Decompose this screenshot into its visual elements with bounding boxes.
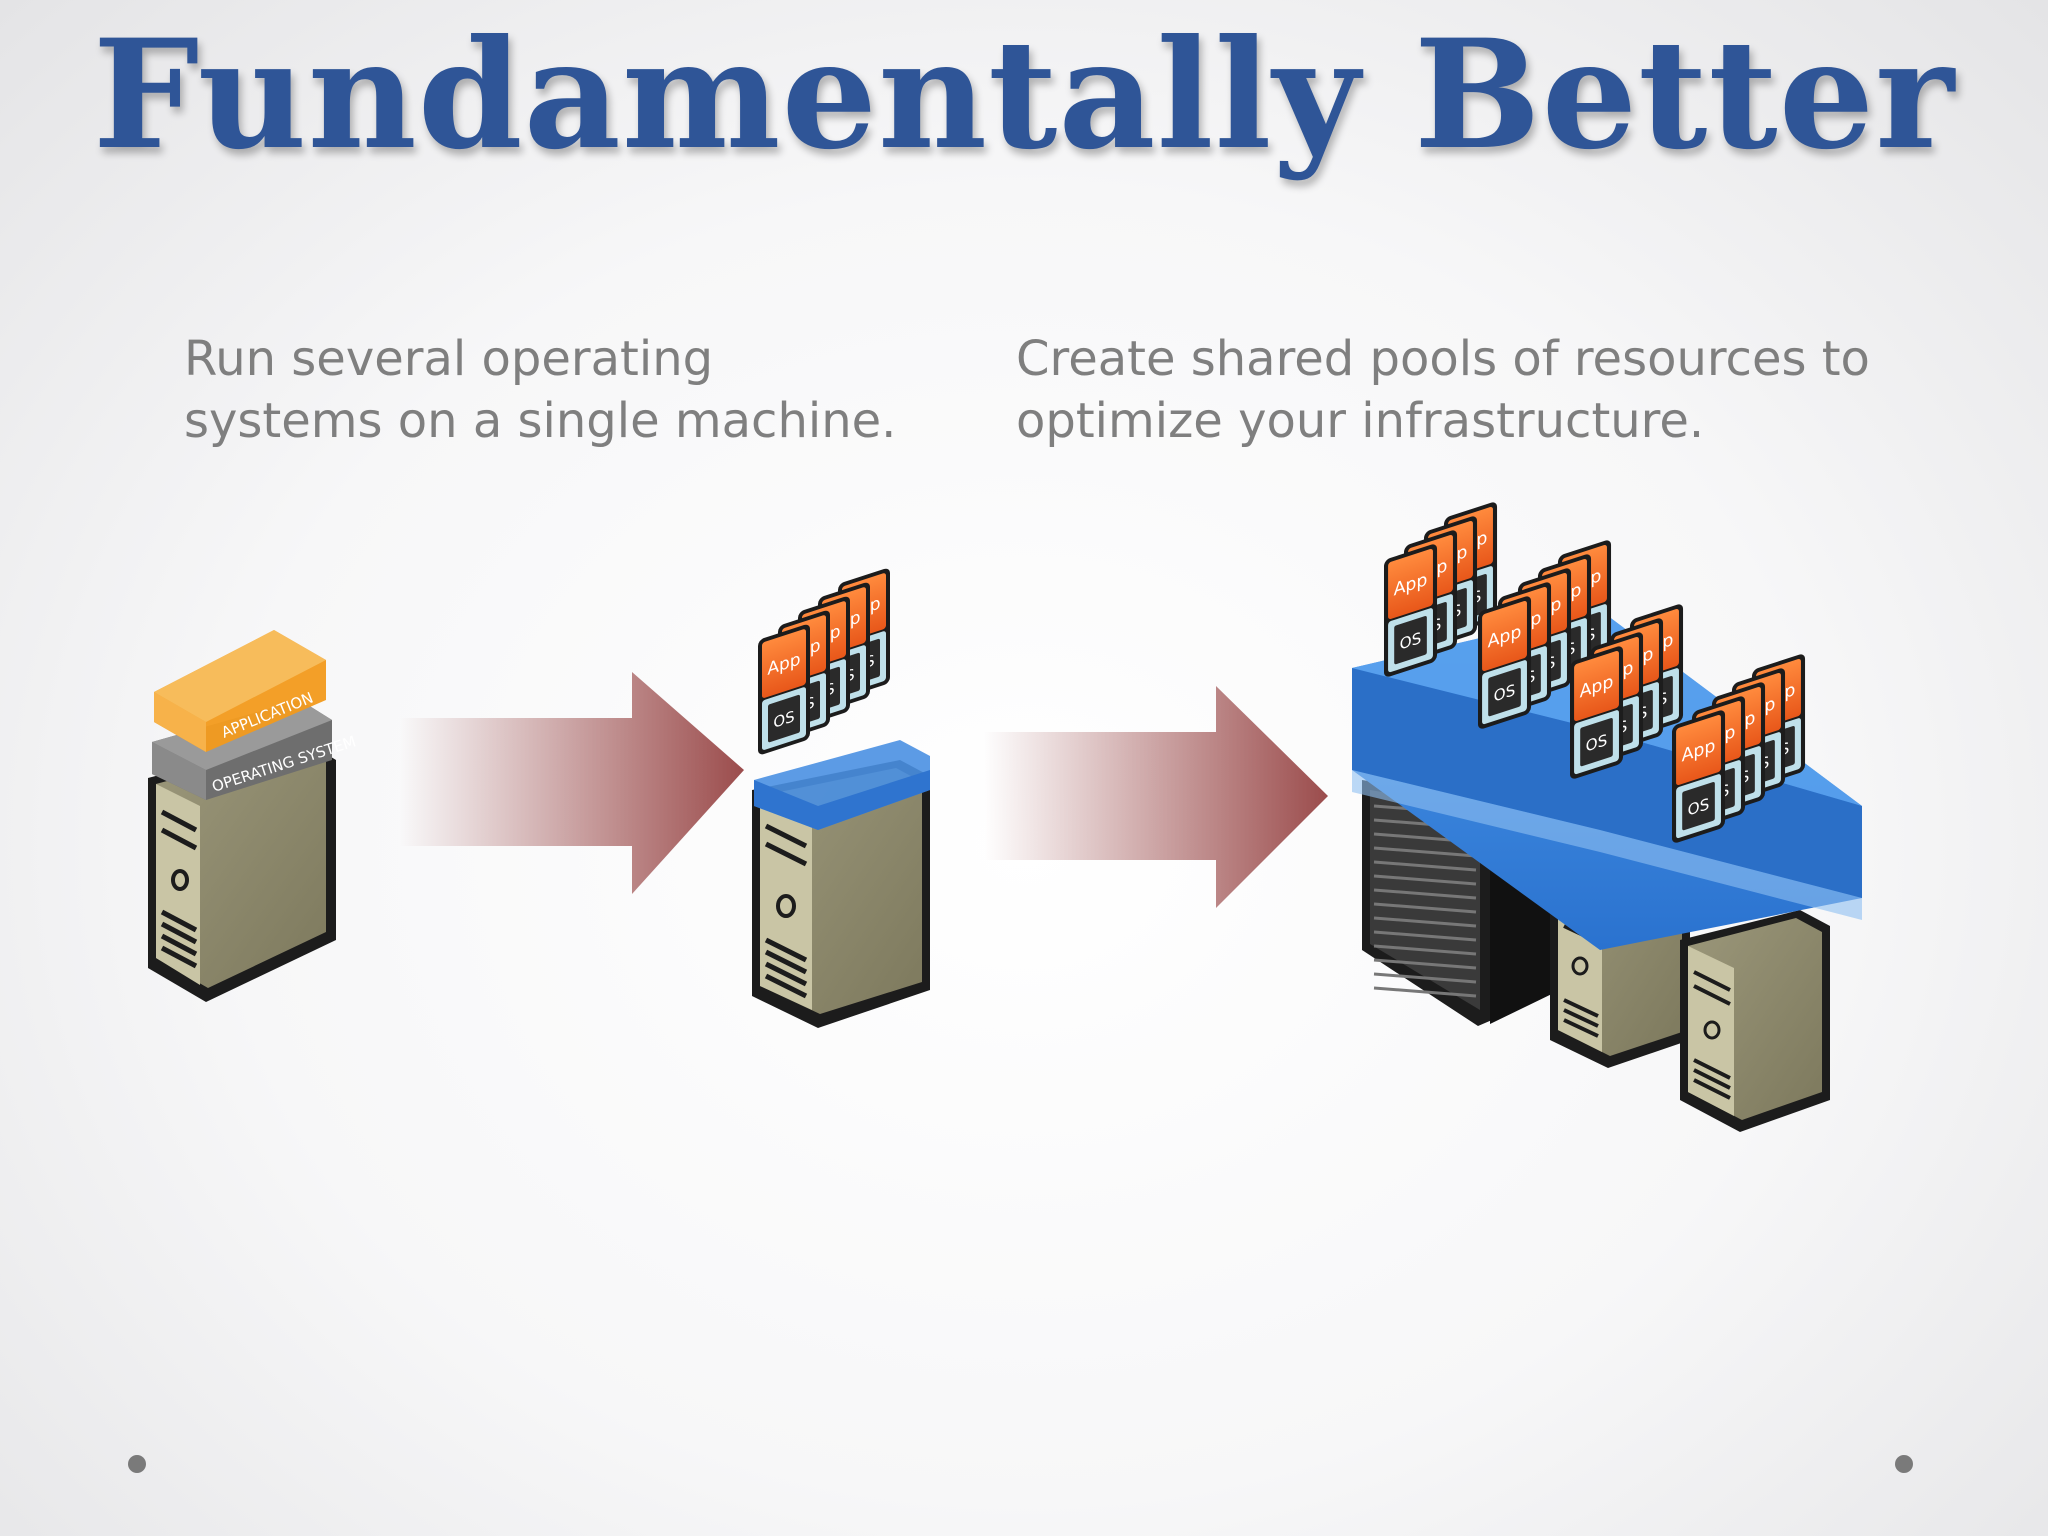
caption-single-machine: Run several operating systems on a singl… — [184, 331, 897, 449]
vm-os-label: OS — [773, 707, 794, 731]
physical-server-virtualized — [752, 740, 930, 1028]
caption-shared-pools: Create shared pools of resources to opti… — [1016, 331, 1870, 449]
vm-os-label: OS — [1586, 730, 1608, 756]
arrow-icon — [984, 686, 1328, 908]
arrow-icon — [400, 672, 744, 894]
vm-os-label: OS — [1494, 680, 1516, 706]
physical-server-traditional: OPERATING SYSTEM APPLICATION — [148, 630, 358, 1002]
vm-os-label: OS — [1688, 794, 1710, 820]
slide-bullet-left — [128, 1455, 146, 1473]
slide-bullet-right — [1895, 1455, 1913, 1473]
vm-os-label: OS — [1400, 628, 1422, 654]
slide-title: Fundamentally Better — [92, 7, 1956, 183]
vm-stack-resource-pool: AppOSAppOSAppOSAppOSAppOSAppOSAppOSAppOS… — [1384, 502, 1806, 843]
